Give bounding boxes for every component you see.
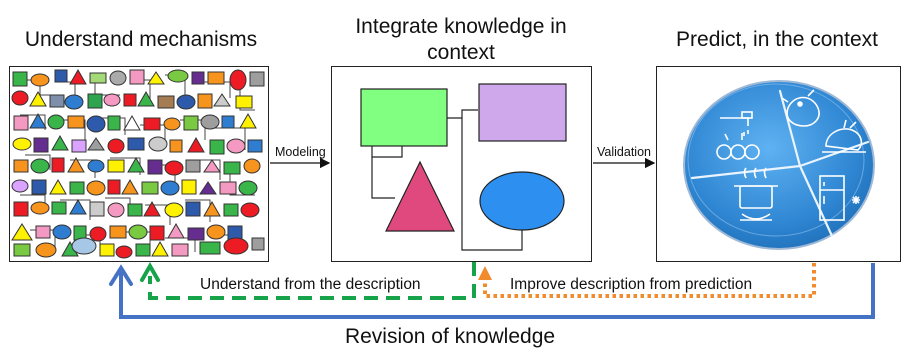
revision-of-knowledge-label: Revision of knowledge bbox=[344, 325, 556, 348]
title-predict: Predict, in the context bbox=[676, 28, 878, 51]
green-arrowhead bbox=[140, 261, 160, 282]
orange-improve-line bbox=[483, 263, 816, 298]
blue-revision-line bbox=[119, 263, 875, 319]
integrated-model bbox=[360, 83, 567, 251]
blue-arrowhead bbox=[109, 264, 133, 286]
roast-chicken-icon bbox=[822, 119, 866, 153]
title-understand-mechanisms: Understand mechanisms bbox=[24, 28, 258, 51]
orange-arrowhead bbox=[478, 266, 492, 280]
prediction-plate bbox=[683, 80, 875, 250]
chicken-icon bbox=[781, 89, 820, 127]
mechanism-network bbox=[11, 68, 265, 259]
improve-description-label: Improve description from prediction bbox=[510, 276, 753, 293]
understand-from-description-label: Understand from the description bbox=[200, 276, 421, 293]
faucet-vegetables-icon bbox=[716, 111, 760, 160]
fridge-icon bbox=[819, 175, 860, 221]
green-understand-line bbox=[148, 262, 476, 300]
cooking-pot-icon bbox=[734, 167, 778, 221]
modeling-label: Modeling bbox=[275, 145, 326, 159]
validation-label: Validation bbox=[597, 145, 651, 159]
title-integrate-knowledge: Integrate knowledge in context bbox=[355, 15, 567, 64]
